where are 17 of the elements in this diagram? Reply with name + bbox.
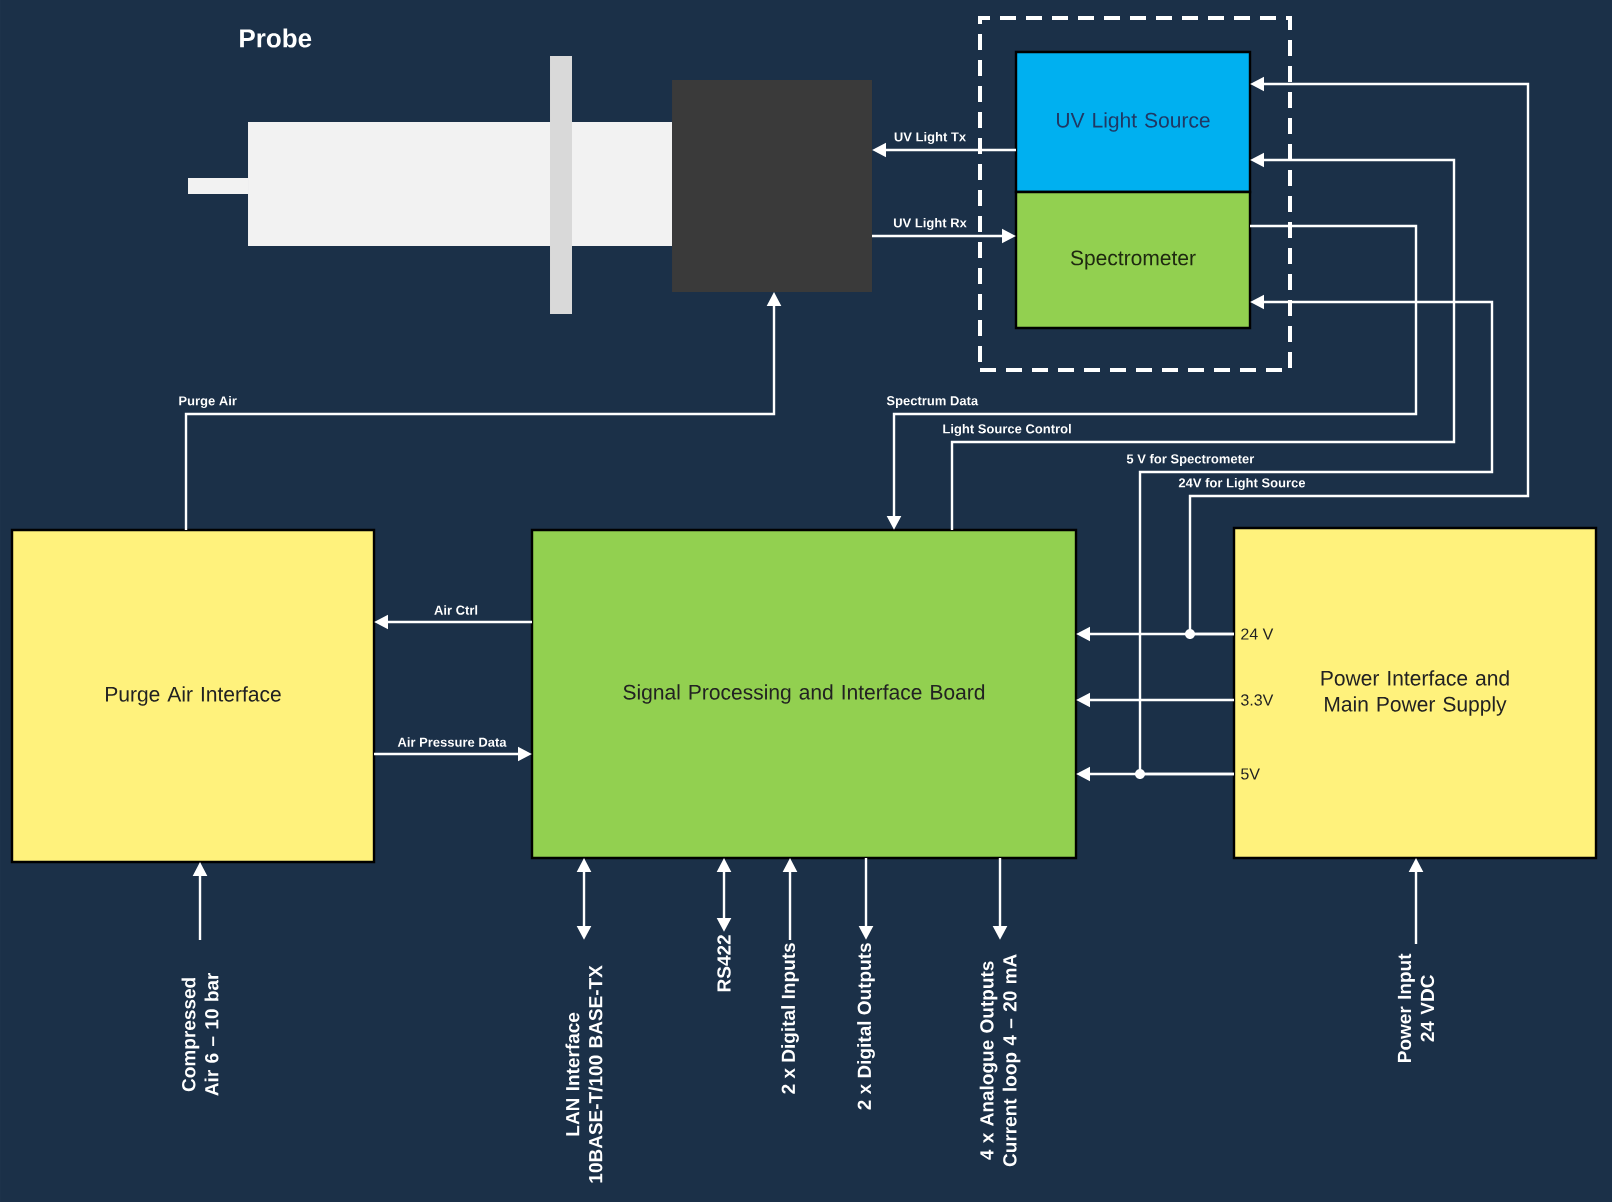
probe-head bbox=[672, 80, 872, 292]
process-box: UV Light Source bbox=[1014, 50, 1252, 194]
io-label: Power Input 24 VDC bbox=[1397, 953, 1435, 1062]
edge-label: 5V bbox=[1241, 768, 1260, 780]
dashed-enclosure bbox=[978, 16, 1292, 372]
io-label: 4 x Analogue Outputs Current loop 4 – 20 mA bbox=[979, 954, 1021, 1167]
edge-label: 24 V bbox=[1241, 628, 1274, 640]
io-label: 2 x Digital Inputs bbox=[781, 943, 799, 1094]
io-label: 2 x Digital Outputs bbox=[857, 943, 875, 1110]
probe-label: Probe bbox=[240, 28, 312, 48]
io-label: Compressed Air 6 – 10 bar bbox=[181, 972, 219, 1096]
process-box: Spectrometer bbox=[1014, 190, 1252, 330]
io-label: RS422 bbox=[717, 935, 731, 992]
io-label: LAN Interface 10BASE-T/100 BASE-TX bbox=[565, 965, 603, 1183]
process-box: Signal Processing and Interface Board bbox=[530, 528, 1078, 860]
edge-label: 3.3V bbox=[1241, 694, 1274, 706]
process-box: Purge Air Interface bbox=[10, 528, 376, 864]
